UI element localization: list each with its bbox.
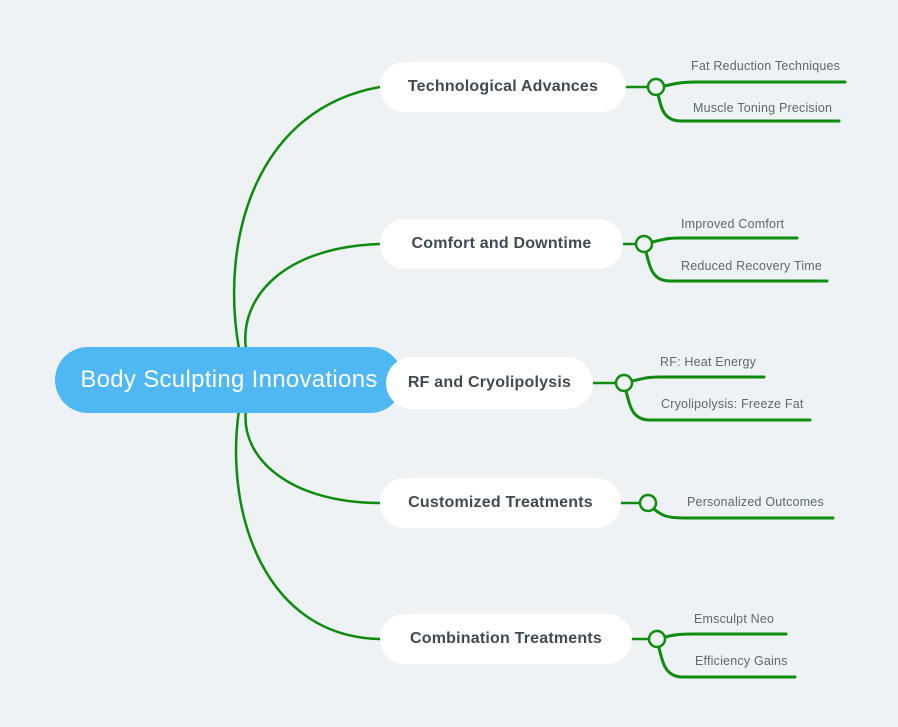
leaf-line-cryolipolysis-freeze-fat: [624, 389, 812, 422]
leaf-line-muscle-toning-precision: [656, 92, 841, 123]
leaf-node-emsculpt-neo[interactable]: Emsculpt Neo: [694, 612, 775, 626]
leaf-node-cryolipolysis-freeze-fat[interactable]: Cryolipolysis: Freeze Fat: [661, 397, 804, 411]
branch-node-customized-treatments[interactable]: Customized Treatments: [380, 478, 621, 528]
branch-node-comfort-and-downtime[interactable]: Comfort and Downtime: [380, 219, 623, 269]
leaf-node-rf-heat-energy[interactable]: RF: Heat Energy: [660, 355, 757, 369]
root-node-label: Body Sculpting Innovations: [80, 366, 378, 393]
branch-node-label: RF and Cryolipolysis: [407, 374, 572, 391]
branch-node-label: Comfort and Downtime: [411, 235, 592, 252]
leaf-line-reduced-recovery-time: [644, 250, 829, 283]
root-node[interactable]: Body Sculpting Innovations: [55, 347, 403, 413]
leaf-node-muscle-toning-precision[interactable]: Muscle Toning Precision: [693, 101, 833, 115]
curve-root-to-combination-treatments: [234, 408, 382, 641]
junction-circle-technological-advances[interactable]: [646, 77, 666, 97]
branch-node-label: Technological Advances: [407, 78, 599, 95]
leaf-line-personalized-outcomes: [652, 507, 835, 520]
junction-circle-rf-and-cryolipolysis[interactable]: [614, 373, 634, 393]
branch-node-label: Customized Treatments: [408, 494, 593, 511]
junction-circle-customized-treatments[interactable]: [638, 493, 658, 513]
curve-root-to-customized-treatments: [244, 408, 382, 505]
branch-node-rf-and-cryolipolysis[interactable]: RF and Cryolipolysis: [386, 357, 593, 409]
leaf-node-efficiency-gains[interactable]: Efficiency Gains: [695, 654, 788, 668]
branch-node-label: Combination Treatments: [410, 630, 602, 647]
leaf-line-fat-reduction-techniques: [662, 80, 847, 88]
branch-node-technological-advances[interactable]: Technological Advances: [380, 62, 626, 112]
leaf-node-improved-comfort[interactable]: Improved Comfort: [681, 217, 785, 231]
leaf-node-fat-reduction-techniques[interactable]: Fat Reduction Techniques: [691, 59, 841, 73]
curve-root-to-technological-advances: [232, 85, 382, 351]
leaf-line-rf-heat-energy: [630, 375, 766, 383]
leaf-line-efficiency-gains: [657, 646, 797, 679]
leaf-node-personalized-outcomes[interactable]: Personalized Outcomes: [687, 495, 824, 509]
junction-circle-combination-treatments[interactable]: [647, 629, 667, 649]
leaf-line-emsculpt-neo: [663, 632, 788, 639]
branch-node-combination-treatments[interactable]: Combination Treatments: [380, 614, 632, 664]
leaf-line-improved-comfort: [650, 236, 799, 244]
leaf-node-reduced-recovery-time[interactable]: Reduced Recovery Time: [681, 259, 823, 273]
curve-root-to-comfort-and-downtime: [244, 242, 382, 351]
junction-circle-comfort-and-downtime[interactable]: [634, 234, 654, 254]
